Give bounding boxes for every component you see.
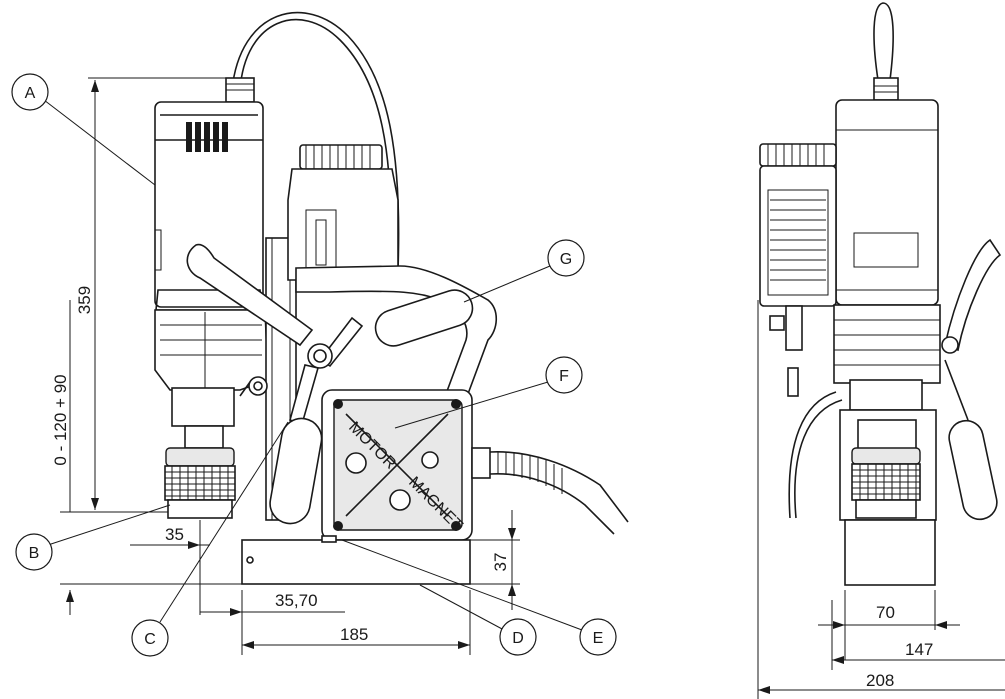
callout-a-label: A: [25, 85, 36, 102]
side-coolant-cap: [759, 143, 837, 167]
callout-c: [131, 619, 169, 657]
side-magnet-base: [844, 519, 936, 586]
callout-d: [499, 618, 537, 656]
side-view: [759, 2, 1002, 586]
callout-d-label: D: [512, 630, 524, 647]
callout-f-label: F: [559, 368, 569, 385]
power-cable-outline: [231, 11, 400, 271]
magnet-cable-gland: [471, 447, 491, 479]
callout-a: [11, 73, 49, 111]
feed-handle-2: [374, 289, 474, 347]
dim-stroke: 0 - 120 + 90: [51, 374, 70, 465]
side-dim-208: 208: [866, 671, 894, 690]
side-motor-housing: [835, 99, 939, 306]
callout-e-label: E: [593, 630, 604, 647]
side-coolant-tank: [759, 165, 837, 307]
dim-35: 35: [165, 525, 184, 544]
feed-handle-1: [186, 243, 314, 347]
side-cable-gland: [873, 77, 899, 101]
chuck-knurl: [164, 465, 236, 501]
side-knurl: [852, 464, 920, 500]
spindle: [171, 387, 235, 427]
feed-handle-3: [269, 417, 323, 525]
coolant-tank: [287, 168, 399, 281]
dim-35-70: 35,70: [275, 591, 318, 610]
front-view: MOTOR MAGNET: [154, 11, 629, 585]
side-dim-70: 70: [876, 603, 895, 622]
callout-g-label: G: [560, 251, 572, 268]
front-dimensions: 359 0 - 120 + 90 35 35,70 185 37: [51, 77, 520, 655]
vent-slots: [186, 122, 228, 152]
knurl-pattern: [165, 466, 235, 500]
callout-f: [545, 356, 583, 394]
side-dimensions: 70 147 208: [757, 300, 1005, 699]
motor-housing: [154, 101, 264, 308]
callout-c-label: C: [144, 631, 156, 648]
arbor-chuck: [165, 447, 235, 467]
side-label-plate: [853, 232, 919, 268]
callout-e: [579, 618, 617, 656]
cutter: [167, 499, 233, 519]
side-gearbox: [833, 304, 941, 384]
motor-switch: [345, 452, 367, 474]
dim-37: 37: [491, 553, 510, 572]
side-dim-147: 147: [905, 640, 933, 659]
callouts: A B C D E F G: [11, 73, 617, 657]
gearbox: [154, 309, 269, 391]
magnet-switch: [389, 489, 411, 511]
side-handle-1: [944, 238, 1002, 352]
side-cable: [873, 2, 894, 81]
side-handle-2: [948, 419, 998, 521]
dim-185: 185: [340, 625, 368, 644]
feed-handles: [186, 243, 474, 525]
dim-359: 359: [75, 286, 94, 314]
callout-b: [15, 533, 53, 571]
magnet-base: [241, 539, 471, 585]
callout-g: [547, 239, 585, 277]
callout-b-label: B: [29, 545, 40, 562]
